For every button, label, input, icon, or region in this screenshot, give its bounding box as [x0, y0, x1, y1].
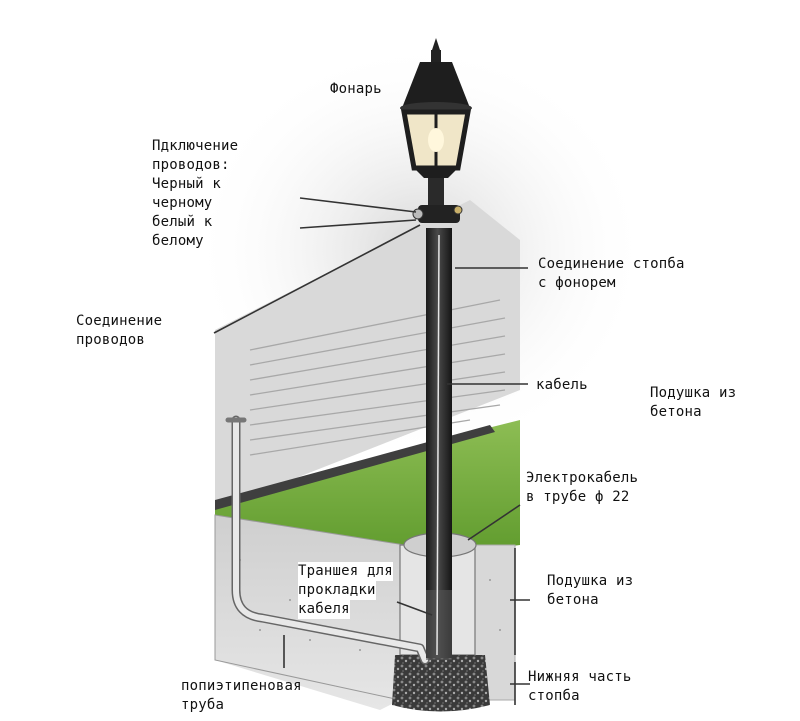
wires-joint-label-line-1: Соединение	[76, 313, 163, 329]
trench-label-line-3: кабеля	[298, 600, 350, 619]
cable-label: кабель	[536, 377, 588, 393]
post-lamp-joint-label-line-2: с фонорем	[538, 275, 616, 291]
gravel-base	[392, 655, 490, 712]
cable-inside-post	[436, 234, 440, 656]
wire-connection-label-line-3: Черный к	[152, 176, 222, 192]
pipe-label-line-1: попиэтипеновая	[181, 678, 302, 694]
leader-lines	[213, 197, 530, 705]
wire-connection-label-line-5: белый к	[152, 214, 213, 230]
trench-label-line-2: прокладки	[298, 581, 376, 600]
lantern	[400, 38, 472, 205]
concrete-pad-top-label-line-2: бетона	[650, 404, 702, 420]
wire-connection-label-line-2: проводов:	[152, 157, 230, 173]
concrete-pad-label-line-1: Подушка из	[547, 573, 634, 589]
wire-connection-label-line-1: Пдключение	[152, 138, 239, 154]
lamp-label: Фонарь	[330, 81, 382, 97]
post-bottom-label-line-1: Нижняя часть	[528, 669, 632, 685]
wire-connection-label-line-6: белому	[152, 233, 204, 249]
pipe-label-line-2: труба	[181, 697, 225, 713]
trench-label-line-1: Траншея для	[298, 562, 393, 581]
wire-connection-label-line-4: черному	[152, 195, 213, 211]
wires-joint-label-line-2: проводов	[76, 332, 146, 348]
post-bottom-label-line-2: стопба	[528, 688, 580, 704]
wall-base-shadow	[215, 425, 495, 510]
conduit-cable-label-line-2: в трубе ф 22	[526, 489, 630, 505]
polyethylene-pipe	[225, 415, 430, 665]
wire-junction	[412, 205, 463, 223]
conduit-cable-label-line-1: Электрокабель	[526, 470, 639, 486]
post-lamp-joint-label-line-1: Соединение стопба	[538, 256, 685, 272]
concrete-pad-top-label-line-1: Подушка из	[650, 385, 737, 401]
concrete-pad-label-line-2: бетона	[547, 592, 599, 608]
